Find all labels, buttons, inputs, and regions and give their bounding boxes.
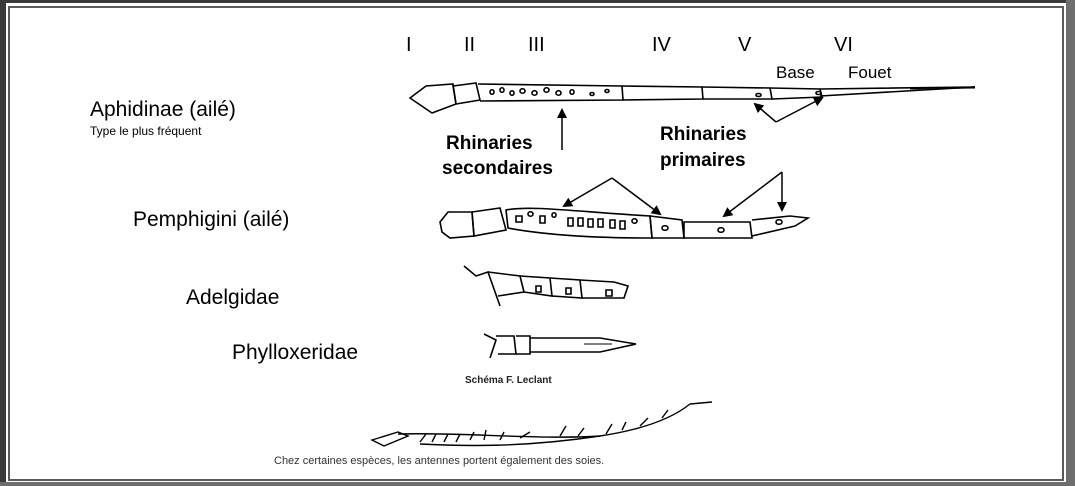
antenna-pemphigini bbox=[440, 208, 808, 238]
antenna-phylloxeridae bbox=[484, 334, 636, 358]
arrow-secondaires-pemphigini-left bbox=[564, 178, 612, 206]
annotation-arrows bbox=[562, 98, 822, 216]
arrow-primaires-v bbox=[755, 104, 776, 122]
antenna-bristled bbox=[372, 402, 712, 446]
arrow-primaires-pemphigini-left bbox=[724, 172, 782, 216]
arrow-secondaires-pemphigini-right bbox=[612, 178, 660, 214]
antenna-adelgidae bbox=[464, 266, 628, 306]
antenna-aphidinae bbox=[410, 83, 975, 113]
arrow-primaires-vi bbox=[776, 98, 822, 122]
